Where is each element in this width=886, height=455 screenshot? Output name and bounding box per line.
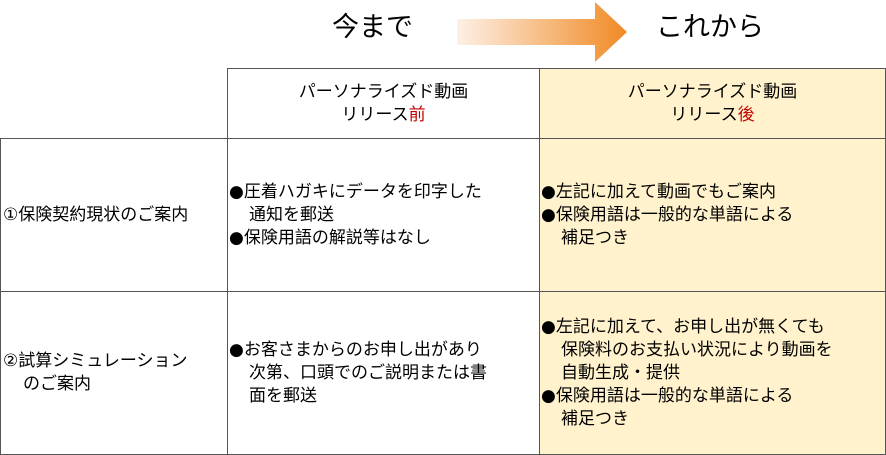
row-2-before-continuation-2: 面を郵送: [249, 385, 317, 406]
row-1-before-bullet-1: ●圧着ハガキにデータを印字した: [229, 181, 482, 202]
row-header-2-line2: のご案内: [23, 374, 91, 394]
row-2-after-continuation-3: 補足つき: [561, 408, 629, 429]
row-2-before-cell: ●お客さまからのお申し出があり 次第、口頭でのご説明または書 面を郵送: [227, 291, 540, 455]
row-1-before-bullet-2: ●保険用語の解説等はなし: [229, 227, 431, 248]
row-header-2-line1: ②試算シミュレーション: [3, 351, 188, 371]
row-header-1-label: ①保険契約現状のご案内: [3, 204, 189, 225]
row-header-1: ①保険契約現状のご案内: [0, 138, 228, 292]
column-header-before-prefix: リリース: [341, 104, 409, 125]
column-header-before-line2: リリース前: [341, 104, 425, 127]
column-header-after-line2: リリース後: [670, 104, 754, 127]
column-header-after-prefix: リリース: [670, 104, 738, 125]
row-2-after-continuation-2: 自動生成・提供: [561, 362, 680, 383]
right-arrow-icon: [457, 2, 627, 62]
row-header-2: ②試算シミュレーション のご案内: [0, 291, 228, 455]
column-header-after-line1: パーソナライズド動画: [627, 81, 798, 102]
row-2-after-cell: ●左記に加えて、お申し出が無くても 保険料のお支払い状況により動画を 自動生成・…: [539, 291, 886, 455]
row-1-after-bullet-1: ●左記に加えて動画でもご案内: [541, 181, 776, 202]
row-2-before-bullet-1: ●お客さまからのお申し出があり: [229, 339, 482, 360]
row-1-before-continuation-1: 通知を郵送: [249, 204, 334, 225]
row-2-after-bullet-2: ●保険用語は一般的な単語による: [541, 385, 794, 406]
row-1-after-bullet-2: ●保険用語は一般的な単語による: [541, 204, 794, 225]
row-1-before-cell: ●圧着ハガキにデータを印字した 通知を郵送 ●保険用語の解説等はなし: [227, 138, 540, 292]
row-2-before-continuation-1: 次第、口頭でのご説明または書: [249, 362, 487, 383]
row-2-after-continuation-1: 保険料のお支払い状況により動画を: [561, 339, 833, 360]
row-2-after-bullet-1: ●左記に加えて、お申し出が無くても: [541, 316, 825, 337]
row-1-after-continuation-1: 補足つき: [561, 227, 629, 248]
header-before-label: 今まで: [332, 12, 413, 43]
column-header-before-emphasis: 前: [408, 104, 426, 125]
column-header-after: パーソナライズド動画 リリース後: [539, 68, 886, 139]
header-after-label: これから: [656, 12, 764, 43]
column-header-before: パーソナライズド動画 リリース前: [227, 68, 540, 139]
column-header-before-line1: パーソナライズド動画: [298, 81, 469, 102]
column-header-after-emphasis: 後: [737, 104, 755, 125]
row-1-after-cell: ●左記に加えて動画でもご案内 ●保険用語は一般的な単語による 補足つき: [539, 138, 886, 292]
